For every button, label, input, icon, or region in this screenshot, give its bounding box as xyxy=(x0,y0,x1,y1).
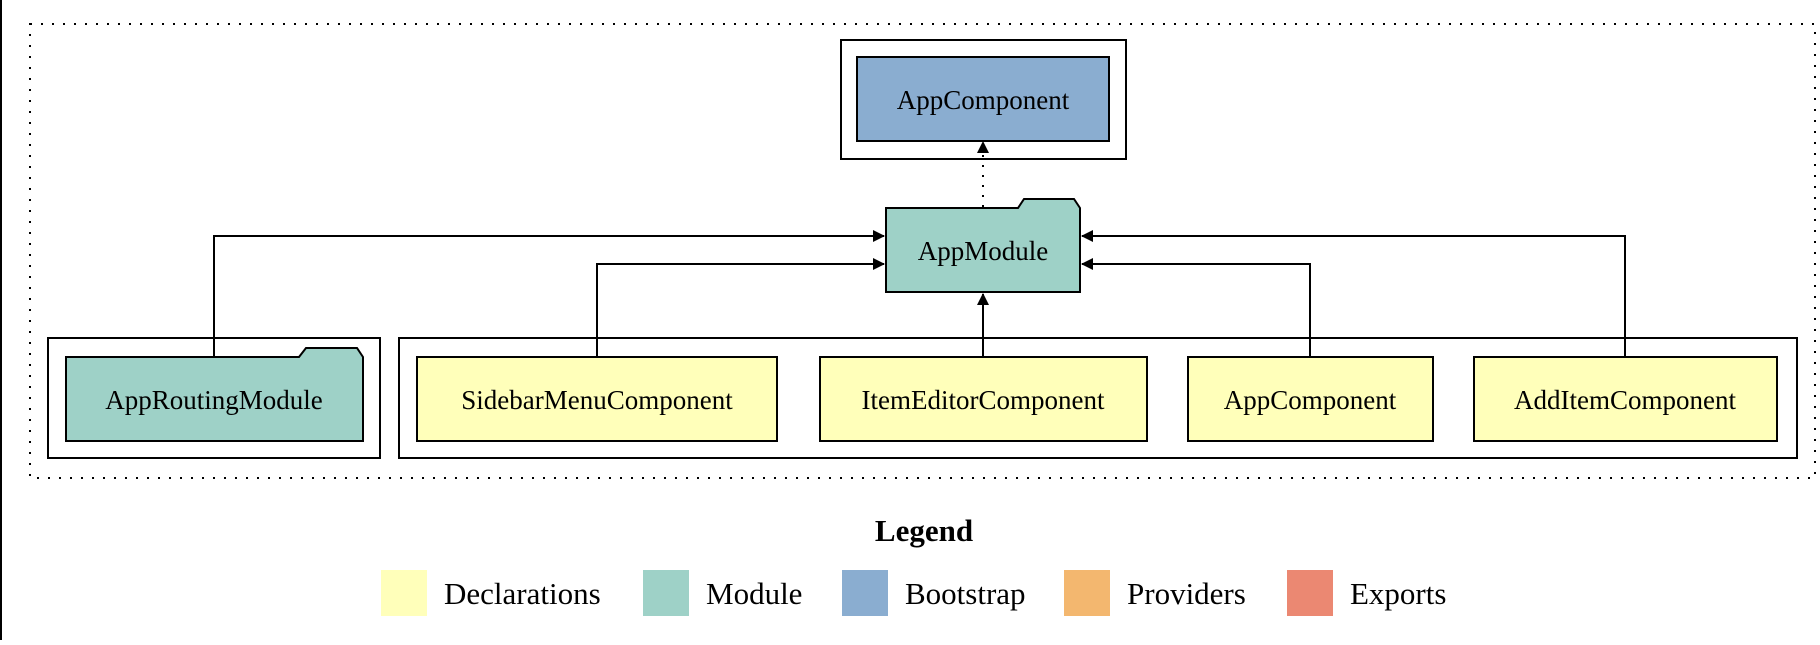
app-component-label: AppComponent xyxy=(1224,385,1397,415)
item-editor-component-label: ItemEditorComponent xyxy=(862,385,1105,415)
edge-sidebar-menu-component xyxy=(596,258,885,357)
add-item-component-node[interactable] xyxy=(1473,356,1778,442)
legend-label-providers: Providers xyxy=(1127,576,1246,611)
edge-app-routing-module xyxy=(213,230,885,357)
item-editor-component-node[interactable] xyxy=(819,356,1148,442)
edge-app-component xyxy=(1081,258,1311,357)
app-routing-module-label: AppRoutingModule xyxy=(105,385,323,415)
app-component-node[interactable] xyxy=(1187,356,1434,442)
legend-label-module: Module xyxy=(706,576,802,611)
module-cluster-border xyxy=(29,23,1816,479)
add-item-component-label: AddItemComponent xyxy=(1514,385,1736,415)
legend-swatch-exports xyxy=(1287,570,1333,616)
bootstrap-component-node[interactable] xyxy=(856,56,1110,142)
legend-label-declarations: Declarations xyxy=(444,576,601,611)
app-module-label: AppModule xyxy=(918,236,1049,266)
bootstrap-cluster xyxy=(840,39,1127,160)
legend-title: Legend xyxy=(875,513,973,548)
app-routing-module-node[interactable] xyxy=(65,347,364,442)
sidebar-menu-component-label: SidebarMenuComponent xyxy=(461,385,733,415)
app-module-node[interactable] xyxy=(885,198,1081,293)
edge-add-item-component xyxy=(1081,230,1626,357)
bootstrap-component-label: AppComponent xyxy=(897,85,1070,115)
legend-swatch-module xyxy=(643,570,689,616)
legend-swatch-providers xyxy=(1064,570,1110,616)
sidebar-menu-component-node[interactable] xyxy=(416,356,778,442)
legend-label-bootstrap: Bootstrap xyxy=(905,576,1026,611)
legend-swatch-bootstrap xyxy=(842,570,888,616)
legend-label-exports: Exports xyxy=(1350,576,1446,611)
declarations-cluster xyxy=(398,337,1798,459)
legend-swatch-declarations xyxy=(381,570,427,616)
